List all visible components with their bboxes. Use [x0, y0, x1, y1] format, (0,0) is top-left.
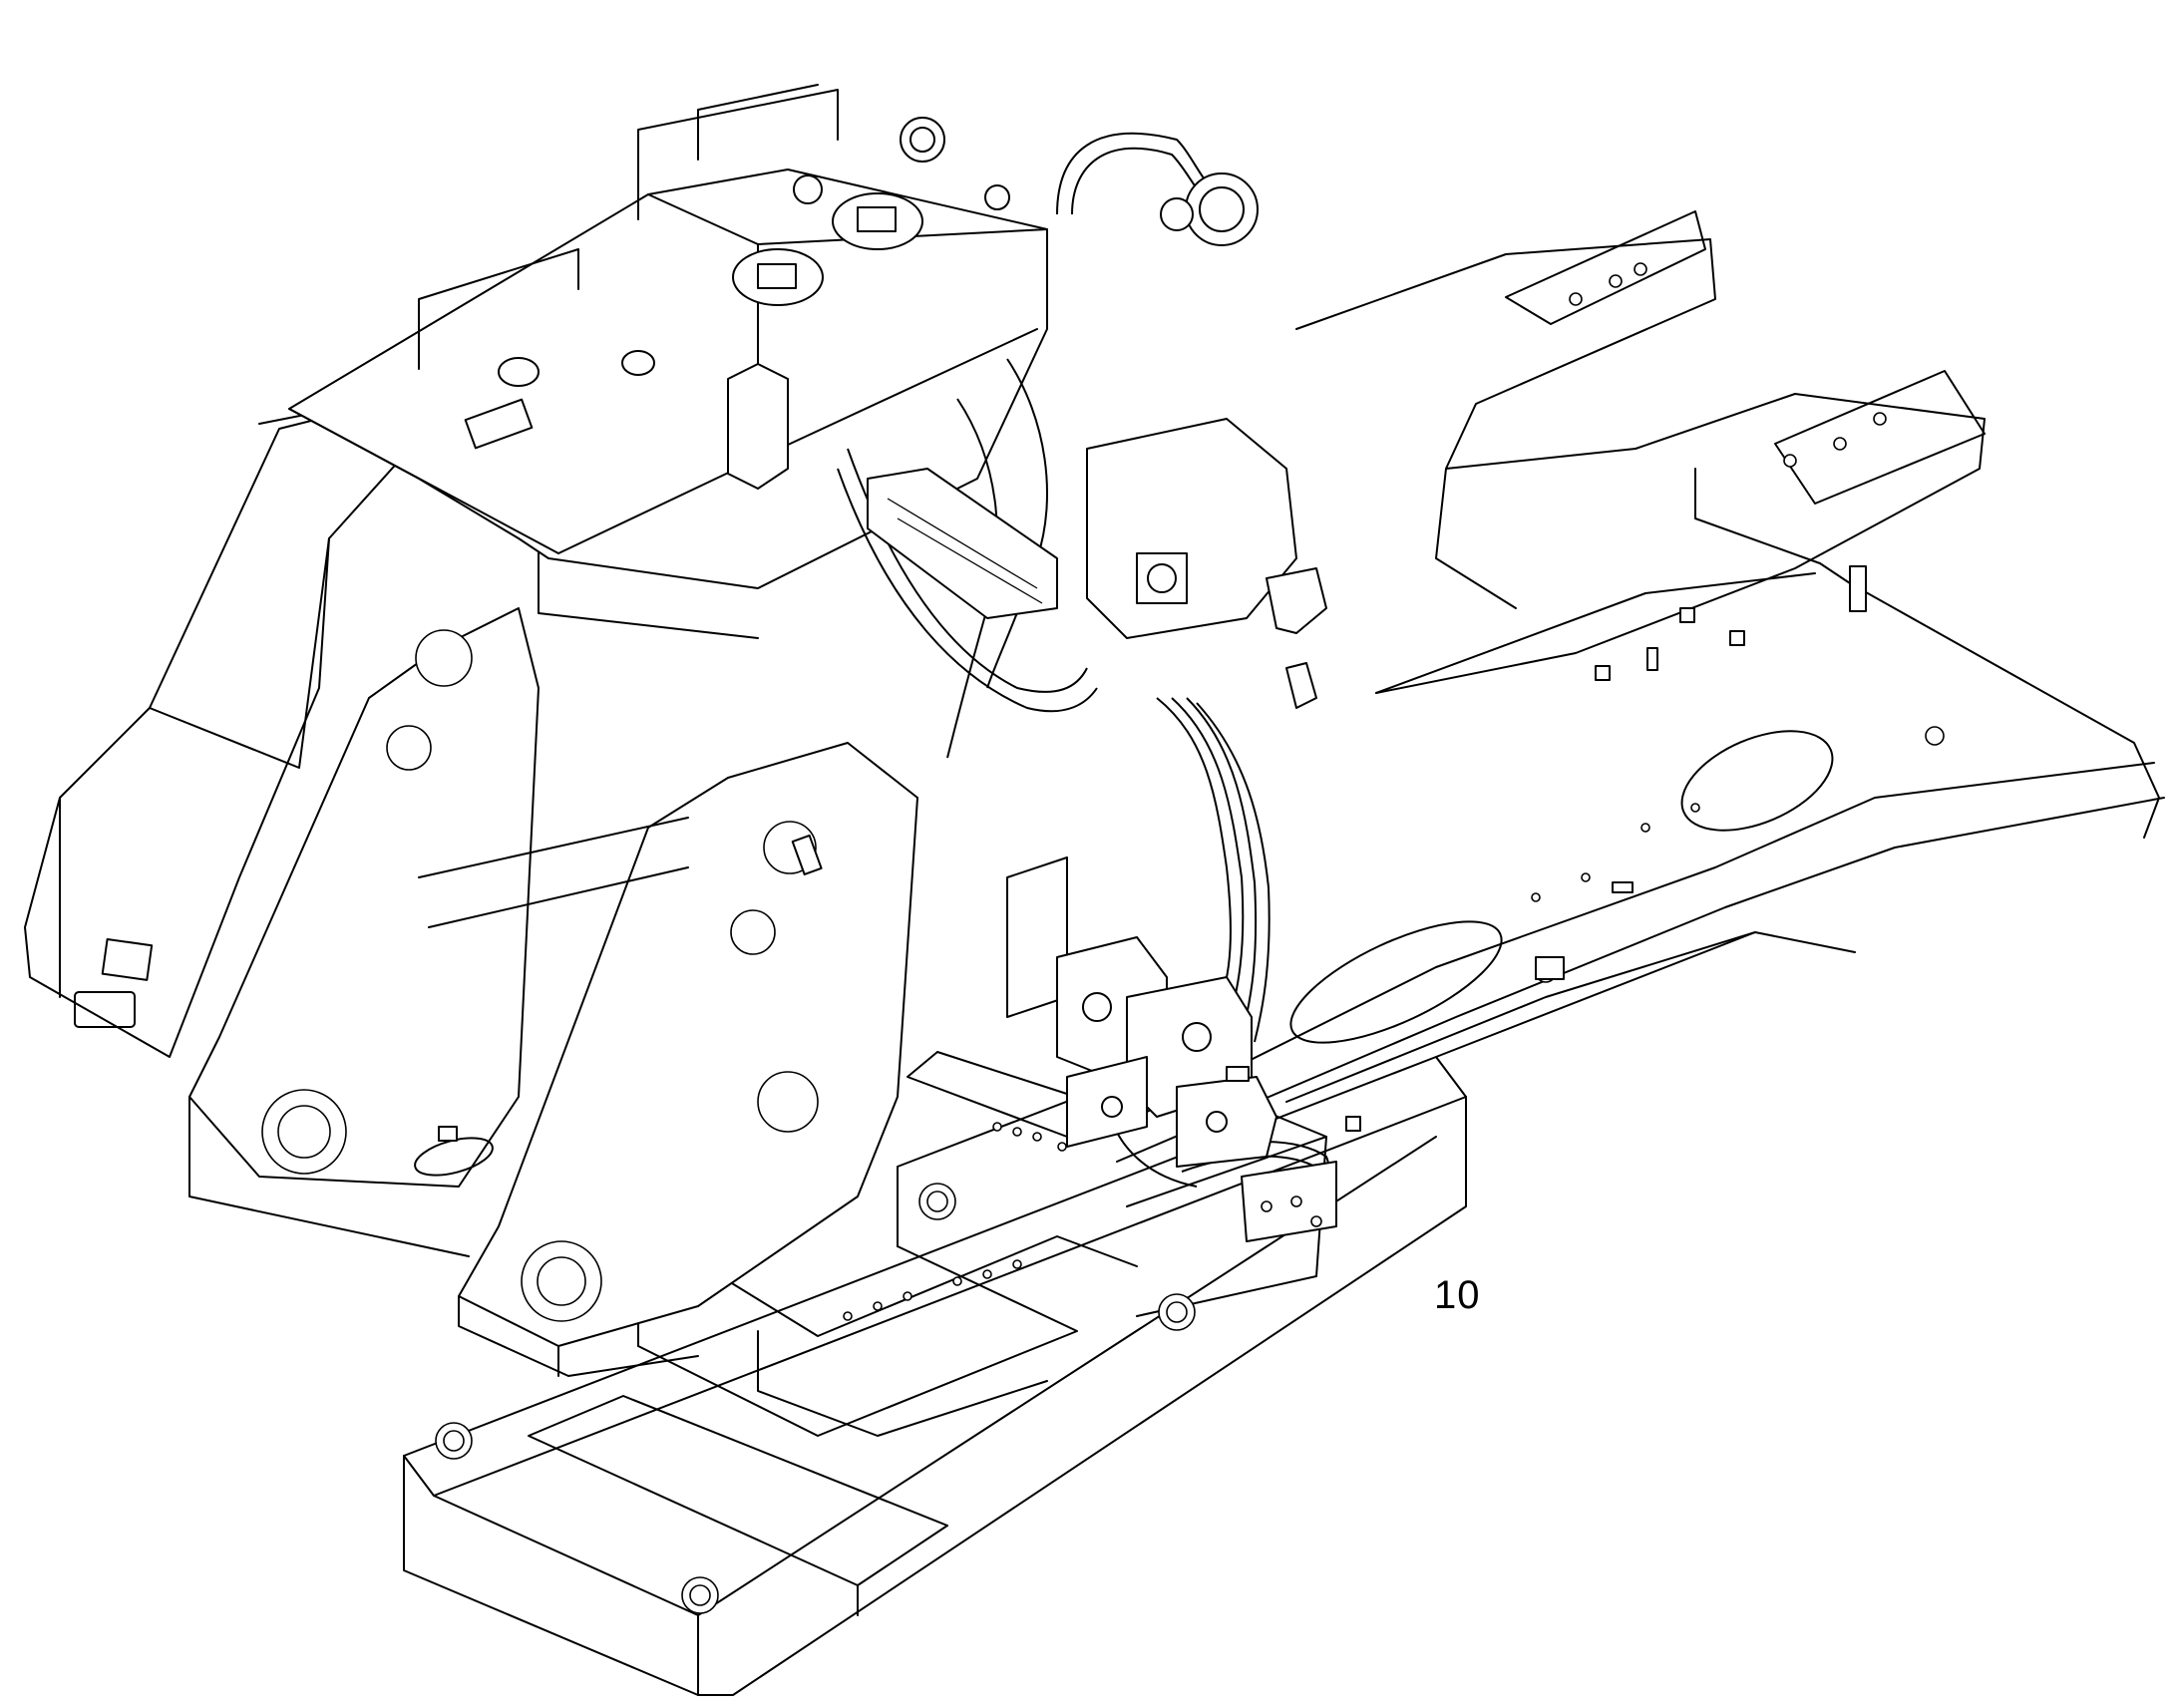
boom-mount-structure — [25, 334, 917, 1376]
frame-right-beams — [1117, 211, 2164, 1162]
frame-brackets — [439, 566, 1866, 1141]
lower-valve-assembly — [1007, 857, 1336, 1241]
control-valve-block — [728, 173, 1326, 708]
callout-label-10: 10 — [1434, 1273, 1481, 1317]
